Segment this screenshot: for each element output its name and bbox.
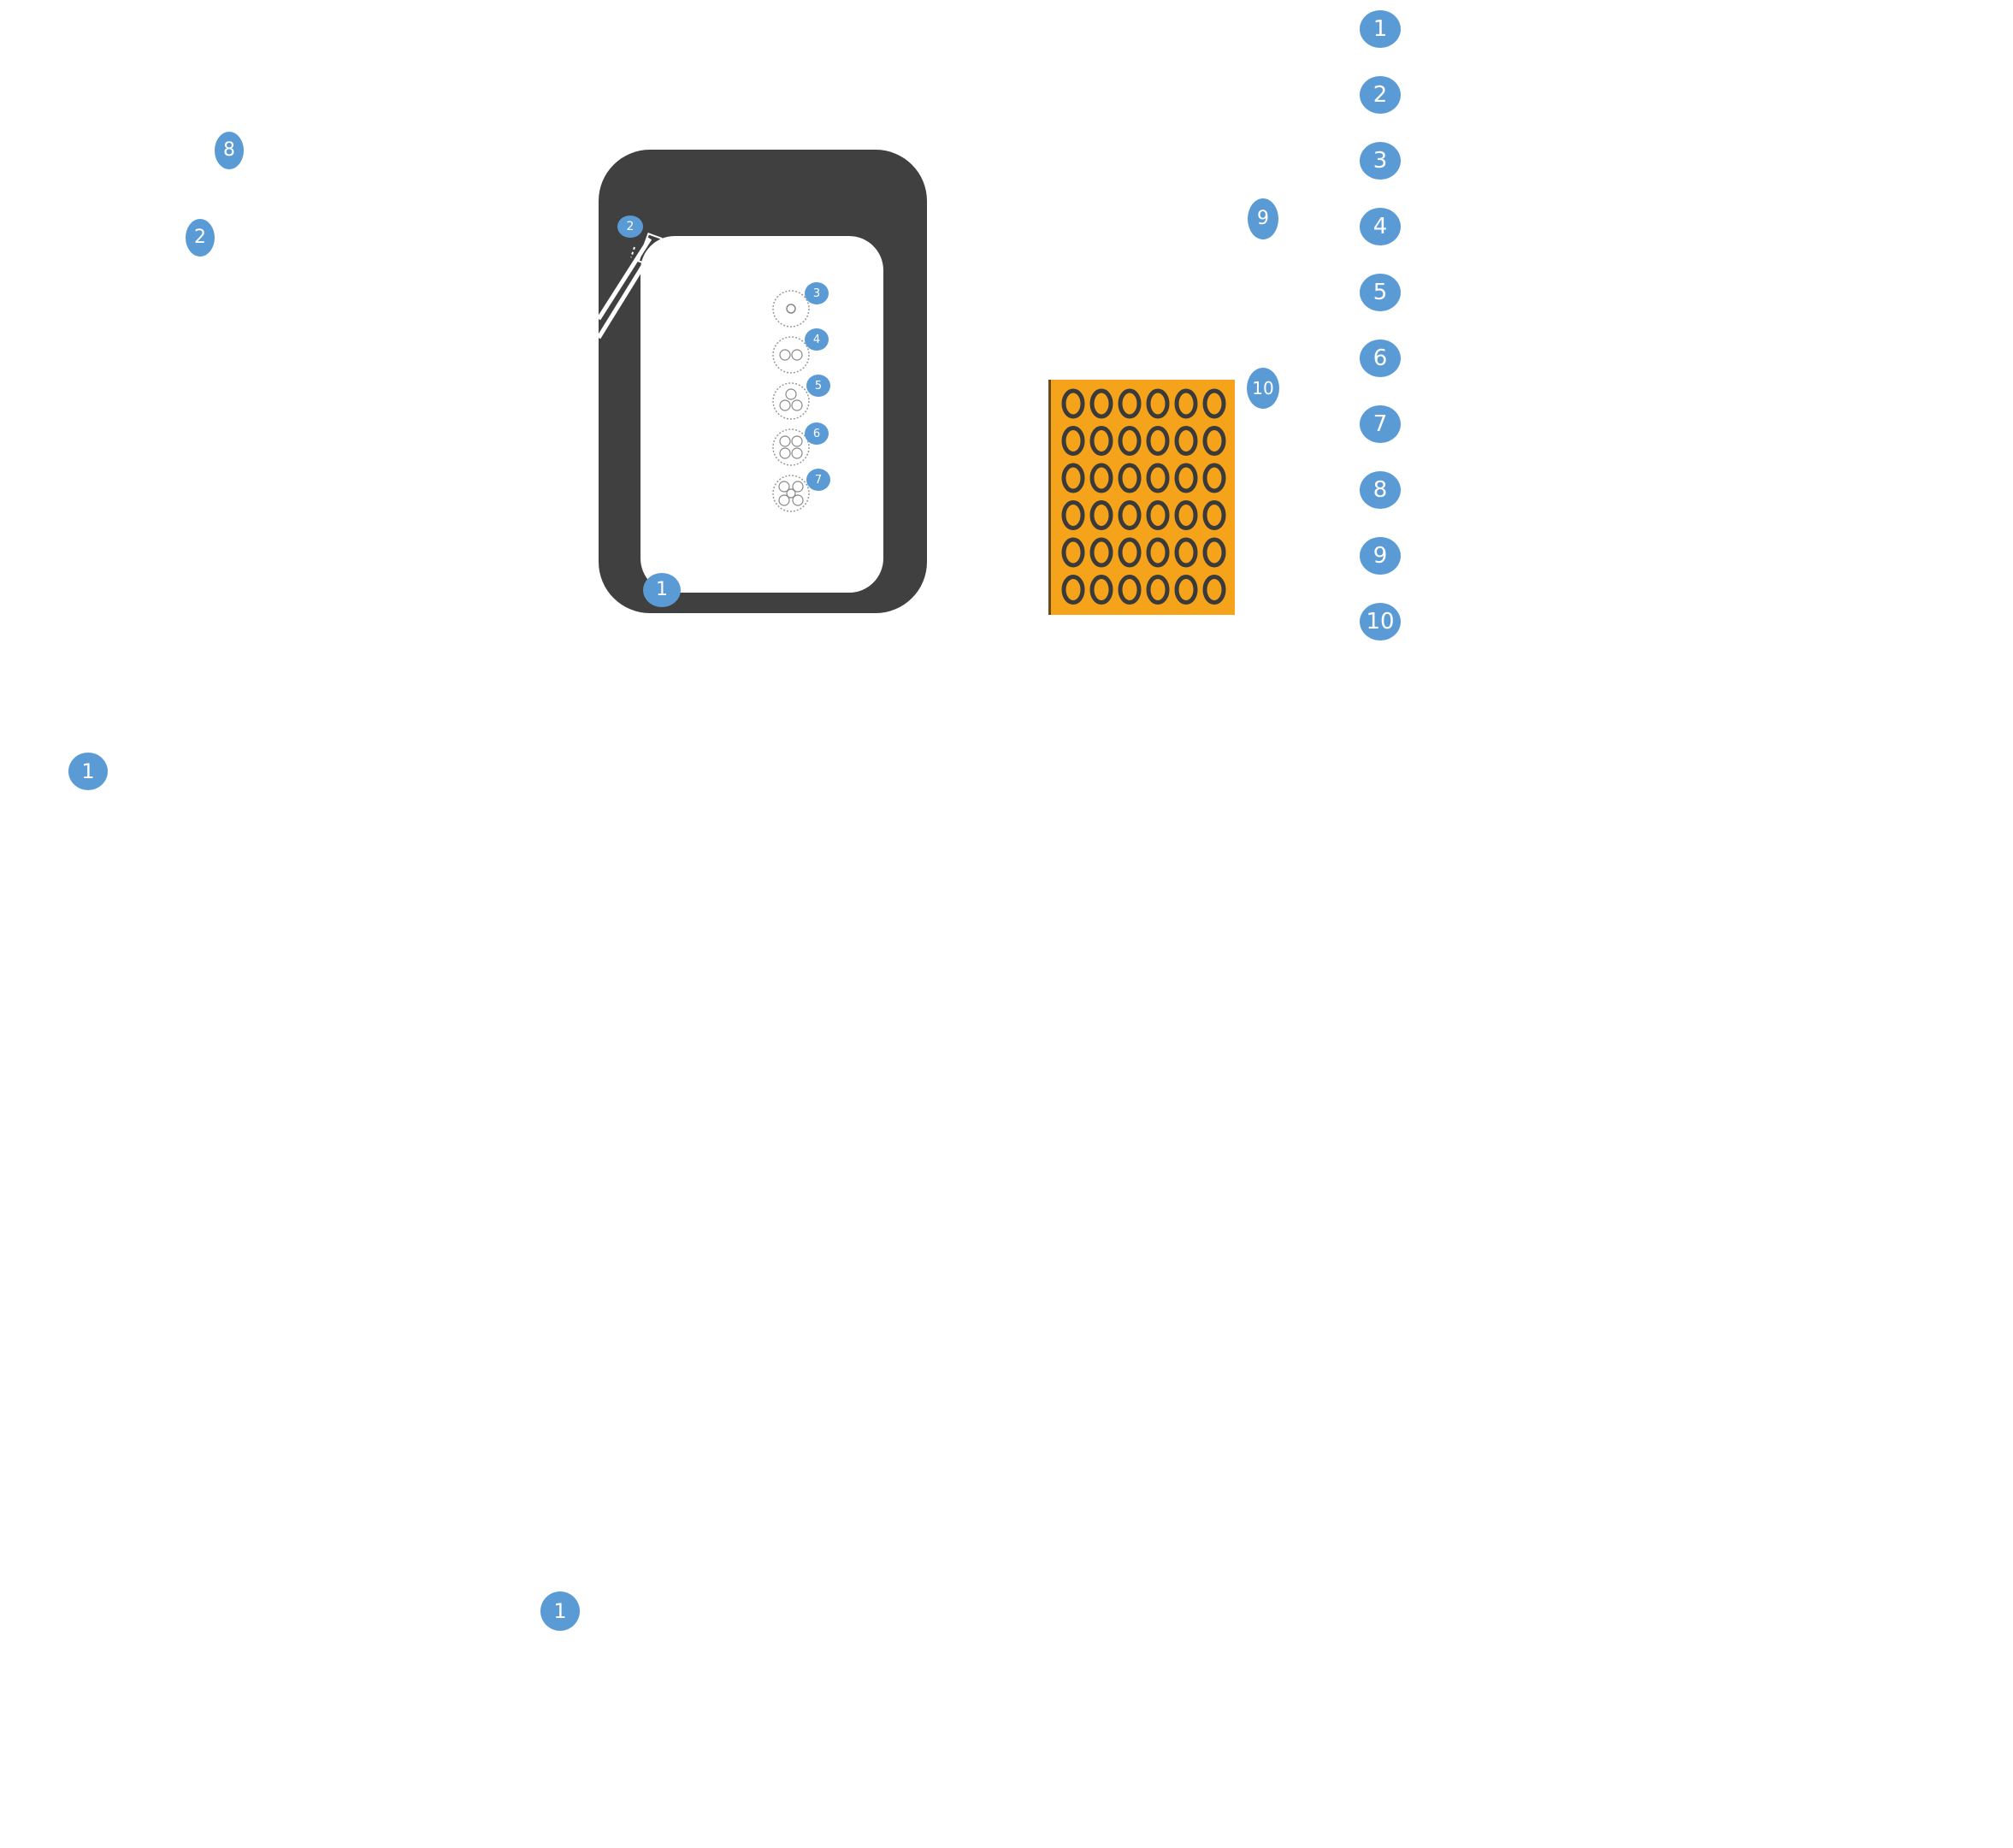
array-ring xyxy=(1089,388,1113,419)
bottom-label-1: 1 xyxy=(540,1591,580,1631)
array-ring xyxy=(1118,463,1142,493)
array-ring xyxy=(1174,463,1198,493)
array-ring xyxy=(1146,388,1170,419)
array-ring xyxy=(1146,575,1170,605)
legend-item-6: 6 xyxy=(1360,339,1401,377)
array-label-9: 9 xyxy=(1248,198,1278,239)
array-ring xyxy=(1061,537,1085,568)
device-callout-2: 2 xyxy=(617,216,643,238)
stage-label-7: 7 xyxy=(806,469,830,491)
array-ring xyxy=(1089,575,1113,605)
array-ring xyxy=(1174,537,1198,568)
array-ring xyxy=(1118,537,1142,568)
legend-item-1: 1 xyxy=(1360,10,1401,48)
stage-label-3: 3 xyxy=(805,282,829,304)
left-label-1: 1 xyxy=(68,753,108,790)
array-ring xyxy=(1089,500,1113,530)
array-ring xyxy=(1061,500,1085,530)
array-ring-grid xyxy=(1061,388,1226,605)
legend-item-8: 8 xyxy=(1360,471,1401,509)
array-ring xyxy=(1061,575,1085,605)
stage-icon-2 xyxy=(772,336,810,374)
stage-label-4: 4 xyxy=(805,328,829,351)
array-ring xyxy=(1174,426,1198,456)
array-ring xyxy=(1146,500,1170,530)
legend-item-10: 10 xyxy=(1360,603,1401,641)
device-screen xyxy=(640,236,883,593)
array-ring xyxy=(1202,537,1226,568)
legend-item-4: 4 xyxy=(1360,208,1401,245)
array-ring xyxy=(1146,426,1170,456)
legend-item-5: 5 xyxy=(1360,274,1401,311)
left-label-8: 8 xyxy=(215,132,244,169)
array-panel xyxy=(1048,380,1235,615)
array-ring xyxy=(1089,463,1113,493)
stage-icons xyxy=(772,290,810,512)
legend-item-3: 3 xyxy=(1360,142,1401,180)
legend-item-7: 7 xyxy=(1360,405,1401,443)
array-ring xyxy=(1202,500,1226,530)
array-label-10: 10 xyxy=(1247,368,1279,409)
array-ring xyxy=(1202,463,1226,493)
array-ring xyxy=(1174,500,1198,530)
stage-icon-5 xyxy=(772,475,810,512)
left-label-2: 2 xyxy=(186,219,215,257)
stage-icon-1 xyxy=(772,290,810,328)
array-ring xyxy=(1146,463,1170,493)
stage-icon-4 xyxy=(772,428,810,466)
stage-label-6: 6 xyxy=(805,422,829,445)
array-ring xyxy=(1202,426,1226,456)
stage-icon-3 xyxy=(772,382,810,420)
device-callout-1: 1 xyxy=(643,573,681,607)
array-ring xyxy=(1118,426,1142,456)
array-ring xyxy=(1061,388,1085,419)
array-ring xyxy=(1118,575,1142,605)
array-ring xyxy=(1118,500,1142,530)
array-ring xyxy=(1174,388,1198,419)
legend-item-9: 9 xyxy=(1360,537,1401,575)
array-ring xyxy=(1061,463,1085,493)
array-ring xyxy=(1202,388,1226,419)
stage-label-5: 5 xyxy=(806,375,830,397)
array-ring xyxy=(1174,575,1198,605)
probe-tool xyxy=(596,233,663,339)
array-ring xyxy=(1089,537,1113,568)
array-ring xyxy=(1118,388,1142,419)
array-ring xyxy=(1089,426,1113,456)
legend-item-2: 2 xyxy=(1360,76,1401,114)
array-ring xyxy=(1061,426,1085,456)
array-ring xyxy=(1202,575,1226,605)
array-ring xyxy=(1146,537,1170,568)
